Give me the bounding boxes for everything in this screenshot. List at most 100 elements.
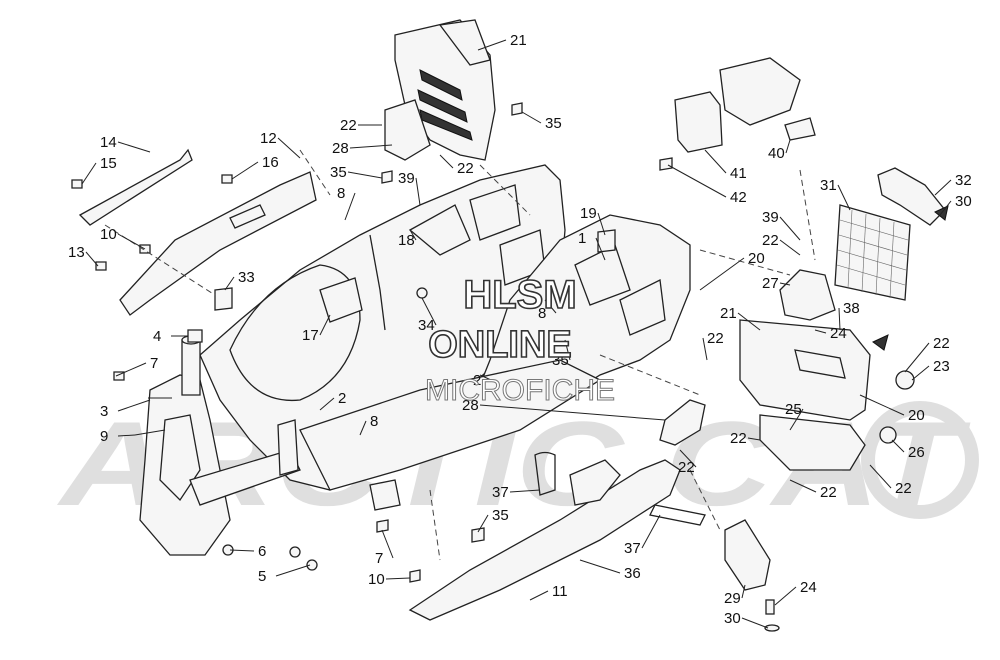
leader-line bbox=[509, 489, 541, 493]
callout-c39b: 39 bbox=[762, 209, 801, 241]
callout-c22f: 22 bbox=[730, 430, 761, 447]
leader-line bbox=[939, 200, 952, 216]
panel-cutout-1 bbox=[408, 204, 471, 256]
callout-number: 22 bbox=[820, 484, 837, 501]
callout-c21b: 21 bbox=[720, 305, 761, 331]
callout-number: 22 bbox=[340, 117, 357, 134]
bracket-27 bbox=[779, 269, 836, 321]
callout-number: 10 bbox=[100, 226, 117, 243]
washer-30 bbox=[764, 624, 780, 632]
callout-c16: 16 bbox=[231, 154, 279, 180]
leader-line bbox=[789, 408, 804, 431]
callout-number: 1 bbox=[578, 230, 586, 247]
bearing-26 bbox=[879, 426, 897, 444]
callout-number: 35 bbox=[545, 115, 562, 132]
callout-number: 23 bbox=[933, 358, 950, 375]
callout-number: 2 bbox=[338, 390, 346, 407]
leader-line bbox=[779, 216, 801, 241]
callout-c2b: 2 bbox=[473, 372, 492, 389]
callout-c22b: 22 bbox=[439, 154, 474, 177]
callout-number: 19 bbox=[580, 205, 597, 222]
callout-c25: 25 bbox=[785, 401, 804, 431]
callout-c22g: 22 bbox=[678, 449, 697, 476]
leader-line bbox=[747, 437, 761, 441]
callout-c22d: 22 bbox=[702, 330, 724, 361]
right-assembly bbox=[659, 57, 946, 632]
bushing-7b bbox=[376, 519, 389, 533]
leader-line bbox=[741, 584, 746, 599]
callout-number: 39 bbox=[398, 170, 415, 187]
leader-line bbox=[117, 141, 151, 153]
callout-number: 39 bbox=[762, 209, 779, 226]
assembly-dash-lines bbox=[104, 149, 816, 561]
plate-19 bbox=[597, 229, 616, 253]
leader-line bbox=[349, 144, 393, 149]
nut-42 bbox=[659, 157, 673, 171]
bearing-23 bbox=[895, 370, 915, 390]
callout-c2a: 2 bbox=[319, 390, 346, 411]
callout-number: 28 bbox=[462, 397, 479, 414]
callout-number: 22 bbox=[707, 330, 724, 347]
leader-line bbox=[597, 212, 606, 236]
callout-c27: 27 bbox=[762, 275, 791, 292]
callout-c40: 40 bbox=[768, 139, 791, 162]
leader-line bbox=[117, 399, 151, 412]
leader-line bbox=[421, 297, 437, 326]
leader-line bbox=[789, 479, 817, 493]
callout-c4: 4 bbox=[153, 328, 188, 345]
leader-line bbox=[704, 149, 727, 174]
callout-number: 22 bbox=[678, 459, 695, 476]
callout-c37b: 37 bbox=[624, 514, 661, 557]
callout-c28b: 28 bbox=[462, 397, 666, 421]
callout-c24a: 24 bbox=[814, 325, 847, 342]
leader-line bbox=[774, 586, 797, 606]
watermark-line-3: MICROFICHE bbox=[425, 374, 615, 407]
callout-number: 2 bbox=[473, 372, 481, 389]
callout-c21a: 21 bbox=[477, 32, 527, 51]
leader-line bbox=[699, 257, 745, 291]
callout-number: 31 bbox=[820, 177, 837, 194]
callout-c32: 32 bbox=[934, 172, 972, 196]
callout-number: 42 bbox=[730, 189, 747, 206]
callout-number: 38 bbox=[843, 300, 860, 317]
callout-c8b: 8 bbox=[538, 299, 557, 322]
callout-number: 22 bbox=[762, 232, 779, 249]
watermark-line-1: HLSM bbox=[463, 273, 576, 317]
callout-c9: 9 bbox=[100, 428, 136, 445]
leader-line bbox=[479, 374, 492, 381]
callout-number: 14 bbox=[100, 134, 117, 151]
callout-number: 4 bbox=[153, 328, 161, 345]
leader-line bbox=[579, 559, 621, 574]
callout-c7a: 7 bbox=[115, 355, 158, 377]
callout-number: 3 bbox=[100, 403, 108, 420]
callout-c36: 36 bbox=[579, 559, 641, 582]
callout-number: 9 bbox=[100, 428, 108, 445]
leader-line bbox=[477, 39, 507, 51]
bolt-13 bbox=[95, 261, 107, 271]
leader-line bbox=[115, 362, 147, 377]
callout-number: 20 bbox=[748, 250, 765, 267]
callout-c1: 1 bbox=[578, 230, 606, 261]
callout-number: 33 bbox=[238, 269, 255, 286]
callout-number: 18 bbox=[398, 232, 415, 249]
callout-number: 34 bbox=[418, 317, 435, 334]
nut-35b bbox=[381, 170, 393, 184]
leader-line bbox=[347, 171, 383, 179]
leader-line bbox=[934, 179, 952, 196]
bulkhead-cutout bbox=[159, 414, 201, 502]
callout-c13: 13 bbox=[68, 244, 99, 267]
callout-number: 32 bbox=[955, 172, 972, 189]
running-board-36 bbox=[408, 459, 681, 621]
callout-c18: 18 bbox=[398, 229, 417, 249]
leader-line bbox=[359, 420, 367, 436]
leader-line bbox=[779, 282, 791, 286]
leader-line bbox=[837, 184, 851, 211]
callout-c20a: 20 bbox=[699, 250, 765, 291]
callout-c14: 14 bbox=[100, 134, 151, 153]
rail-12-slot bbox=[229, 204, 266, 229]
callout-number: 22 bbox=[730, 430, 747, 447]
leader-line bbox=[741, 617, 769, 629]
callout-number: 17 bbox=[302, 327, 319, 344]
callout-c17: 17 bbox=[302, 314, 331, 344]
screw-15 bbox=[71, 179, 83, 189]
